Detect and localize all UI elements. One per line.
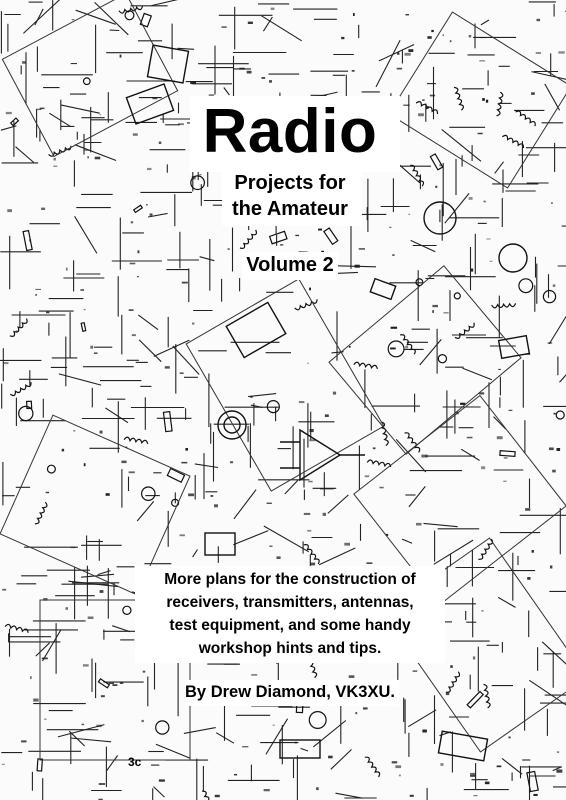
author-credit: By Drew Diamond, VK3XU. [185,683,395,701]
cover-title: Radio [202,97,378,166]
blurb-line-4: workshop hints and tips. [198,640,382,657]
blurb-line-2: receivers, transmitters, antennas, [166,594,414,611]
subtitle-panel [222,170,362,226]
blurb-line-1: More plans for the construction of [164,571,416,588]
blurb-panel [135,566,445,663]
volume-label: Volume 2 [246,254,334,276]
corner-mark: 3c [128,755,142,769]
blurb-line-3: test equipment, and some handy [169,617,411,634]
cover-subtitle-line-1: Projects for [234,172,346,194]
cover-subtitle-line-2: the Amateur [232,198,348,220]
volume-panel [242,252,338,280]
author-panel [185,680,399,706]
title-panel [190,96,400,172]
